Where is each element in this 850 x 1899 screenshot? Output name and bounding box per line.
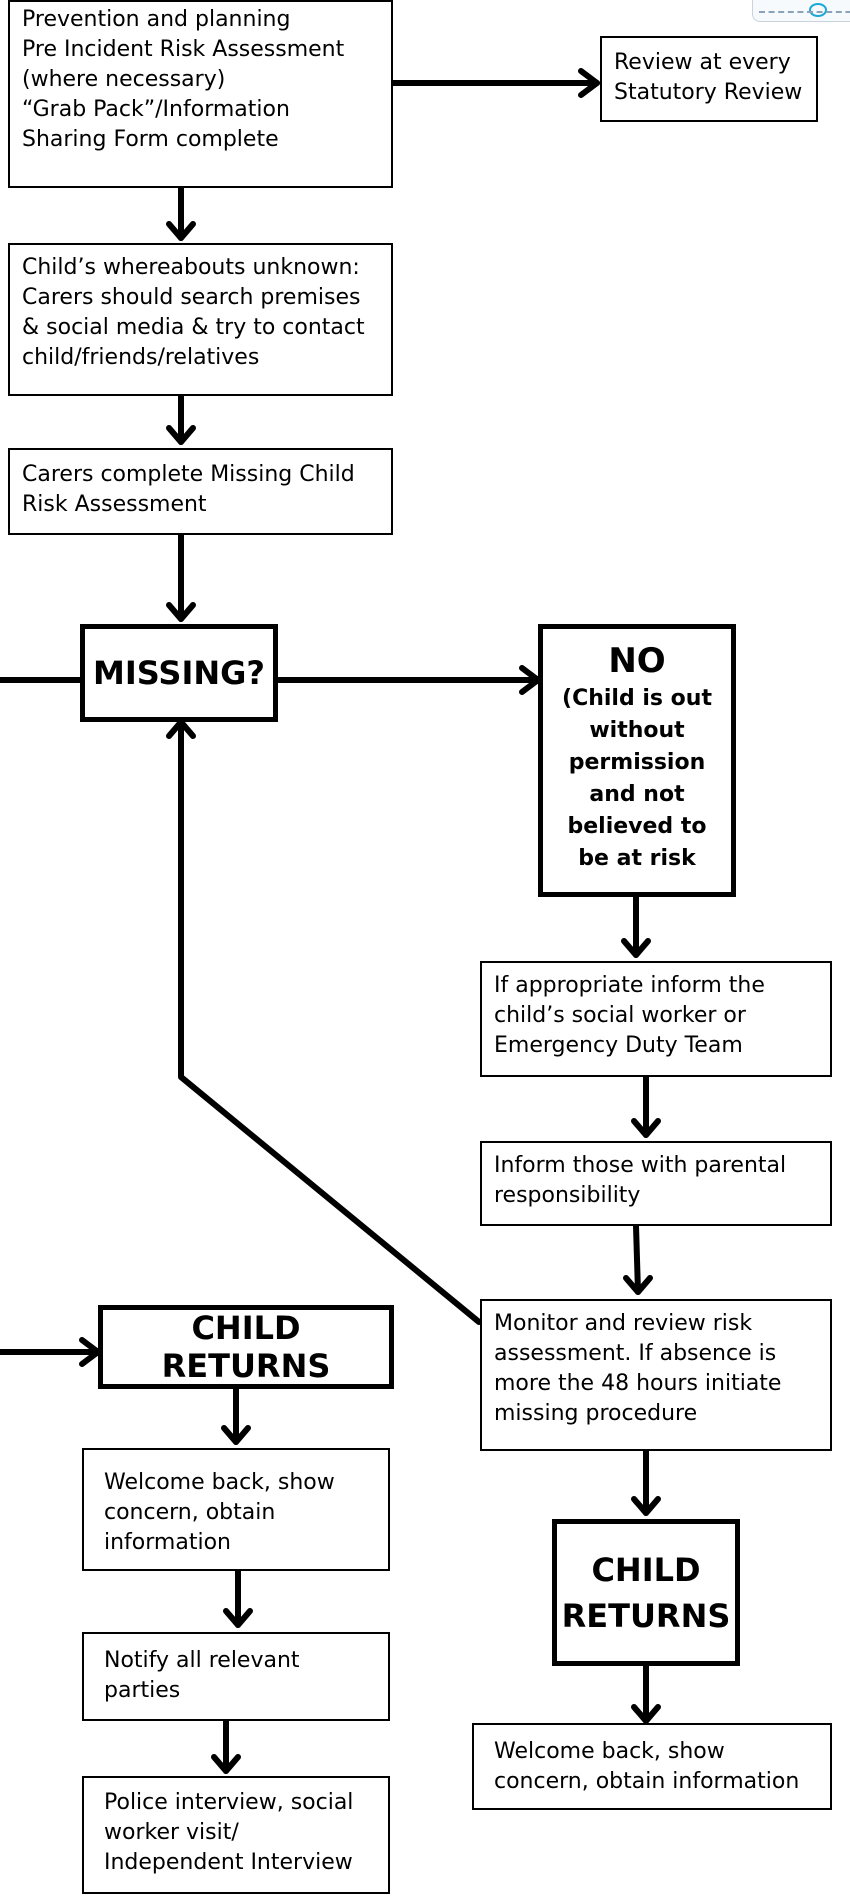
arrowhead-back-missing [166,719,196,739]
parental-line-2: responsibility [494,1183,641,1208]
monitor-box: Monitor and review risk assessment. If a… [480,1299,832,1451]
monitor-line-1: Monitor and review risk [494,1311,753,1336]
arrowhead-missing [166,602,196,622]
parental-line-1: Inform those with parental [494,1153,787,1178]
inform-parental-box: Inform those with parental responsibilit… [480,1141,832,1226]
welcome-left-box: Welcome back, show concern, obtain infor… [82,1448,390,1571]
no-line-2: without [589,718,685,743]
review-line-1: Review at every [614,50,791,75]
whereabouts-line-2: Carers should search premises [22,285,361,310]
review-box: Review at every Statutory Review [600,36,818,122]
no-line-3: permission [568,750,706,775]
police-line-1: Police interview, social [104,1790,354,1815]
monitor-line-2: assessment. If absence is [494,1341,777,1366]
whereabouts-line-1: Child’s whereabouts unknown: [22,255,360,280]
prevention-box: Prevention and planning Pre Incident Ris… [8,0,393,188]
risk-assessment-line-1: Carers complete Missing Child [22,462,355,487]
arrowhead-police [211,1754,241,1774]
no-line-1: (Child is out [562,686,712,711]
whereabouts-box: Child’s whereabouts unknown: Carers shou… [8,243,393,396]
arrowhead-review [578,68,600,98]
welcome-right-box: Welcome back, show concern, obtain infor… [472,1723,832,1810]
welcome-right-line-1: Welcome back, show [494,1739,725,1764]
notify-line-1: Notify all relevant [104,1648,300,1673]
arrowhead-monitor [623,1275,653,1295]
prevention-line-5: Sharing Form complete [22,127,279,152]
no-line-6: be at risk [578,846,696,871]
inform-line-1: If appropriate inform the [494,973,765,998]
arrowhead-welcome-left [221,1425,251,1445]
child-returns-left-box: CHILD RETURNS [98,1305,394,1389]
inform-line-3: Emergency Duty Team [494,1033,743,1058]
notify-line-2: parties [104,1678,181,1703]
police-line-3: Independent Interview [104,1850,353,1875]
no-title: NO [608,641,666,681]
no-line-5: believed to [567,814,707,839]
inform-social-worker-box: If appropriate inform the child’s social… [480,961,832,1077]
arrowhead-welcome-right [631,1704,661,1724]
child-returns-right-line-2: RETURNS [561,1596,731,1635]
arrowhead-risk [166,425,196,445]
police-line-2: worker visit/ [104,1820,239,1845]
arrowhead-inform [621,938,651,958]
child-returns-right-line-1: CHILD [591,1550,701,1589]
welcome-right-line-2: concern, obtain information [494,1769,800,1794]
inform-line-2: child’s social worker or [494,1003,746,1028]
risk-assessment-box: Carers complete Missing Child Risk Asses… [8,448,393,535]
missing-decision-box: MISSING? [80,624,278,722]
prevention-line-3: (where necessary) [22,67,226,92]
child-returns-left-label: CHILD RETURNS [161,1309,331,1385]
connector-monitor-missing [178,719,482,1325]
welcome-left-line-1: Welcome back, show [104,1470,335,1495]
whereabouts-line-3: & social media & try to contact [22,315,365,340]
connector-parental-monitor [633,1223,641,1295]
prevention-line-2: Pre Incident Risk Assessment [22,37,345,62]
whereabouts-line-4: child/friends/relatives [22,345,260,370]
monitor-line-3: more the 48 hours initiate [494,1371,782,1396]
review-line-2: Statutory Review [614,80,803,105]
monitor-line-4: missing procedure [494,1401,698,1426]
corner-logo [752,0,850,22]
no-line-4: and not [589,782,685,807]
notify-box: Notify all relevant parties [82,1632,390,1721]
logo-dash-line [759,11,850,13]
child-returns-right-box: CHILD RETURNS [552,1519,740,1666]
arrowhead-parental [631,1118,661,1138]
welcome-left-line-2: concern, obtain [104,1500,276,1525]
risk-assessment-line-2: Risk Assessment [22,492,207,517]
missing-label: MISSING? [93,654,265,692]
logo-loop-icon [809,3,827,17]
welcome-left-line-3: information [104,1530,231,1555]
no-outcome-box: NO (Child is out without permission and … [538,624,736,897]
police-box: Police interview, social worker visit/ I… [82,1776,390,1894]
arrowhead-whereabouts [166,221,196,241]
arrowhead-notify [223,1608,253,1628]
prevention-line-1: Prevention and planning [22,7,291,32]
arrowhead-returns-right [631,1496,661,1516]
prevention-line-4: “Grab Pack”/Information [22,97,290,122]
